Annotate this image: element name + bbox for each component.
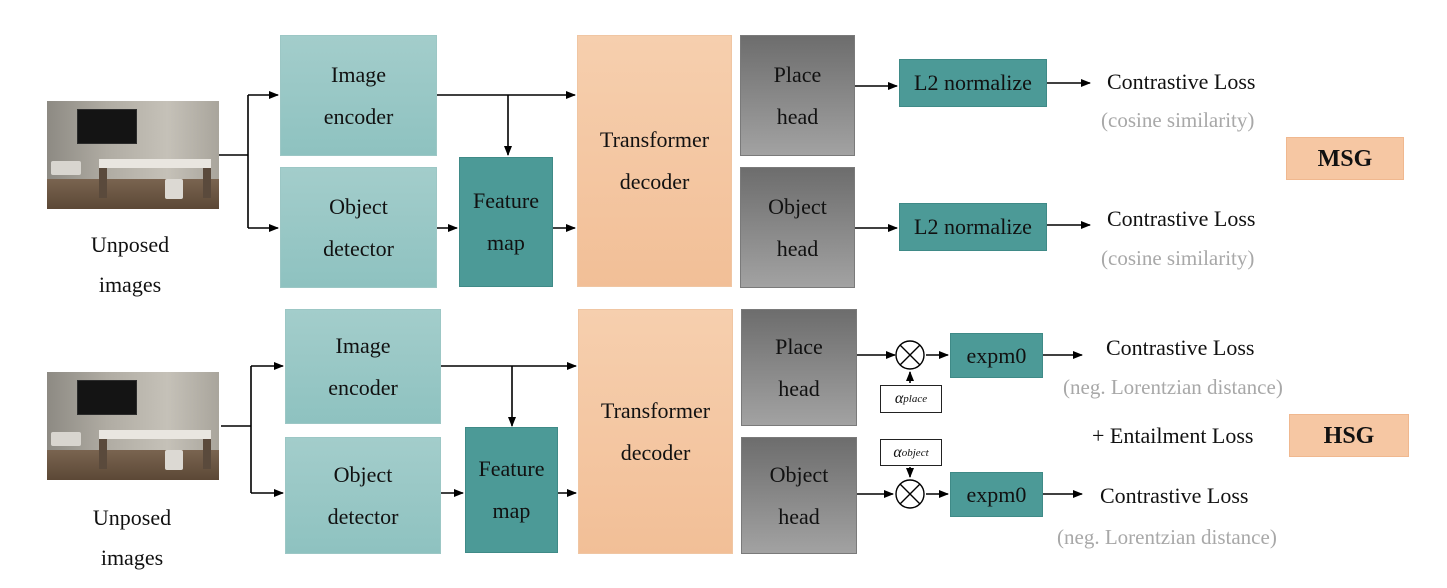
hsg-tag: HSG	[1289, 414, 1409, 457]
hsg-input-image	[47, 372, 219, 480]
hsg-place-expm0: expm0	[950, 333, 1043, 378]
msg-object-loss: Contrastive Loss	[1107, 206, 1256, 231]
hsg-entailment-loss: + Entailment Loss	[1092, 423, 1254, 448]
msg-place-loss: Contrastive Loss	[1107, 69, 1256, 94]
msg-input-split-line	[218, 95, 249, 228]
hsg-place-loss-subtitle: (neg. Lorentzian distance)	[1063, 375, 1283, 399]
msg-place-loss-subtitle: (cosine similarity)	[1101, 108, 1255, 132]
hsg-object-loss-subtitle: (neg. Lorentzian distance)	[1057, 525, 1277, 549]
hsg-place-loss: Contrastive Loss	[1106, 335, 1255, 360]
hsg-object-loss: Contrastive Loss	[1100, 483, 1249, 508]
hsg-object-expm0: expm0	[950, 472, 1043, 517]
msg-tag: MSG	[1286, 137, 1404, 180]
otimes-place-icon	[895, 340, 925, 370]
msg-input-image	[47, 101, 219, 209]
msg-object-loss-subtitle: (cosine similarity)	[1101, 246, 1255, 270]
hsg-input-split-line	[221, 366, 252, 493]
otimes-object-icon	[895, 479, 925, 509]
msg-object-l2-normalize: L2 normalize	[899, 203, 1047, 251]
msg-place-l2-normalize: L2 normalize	[899, 59, 1047, 107]
